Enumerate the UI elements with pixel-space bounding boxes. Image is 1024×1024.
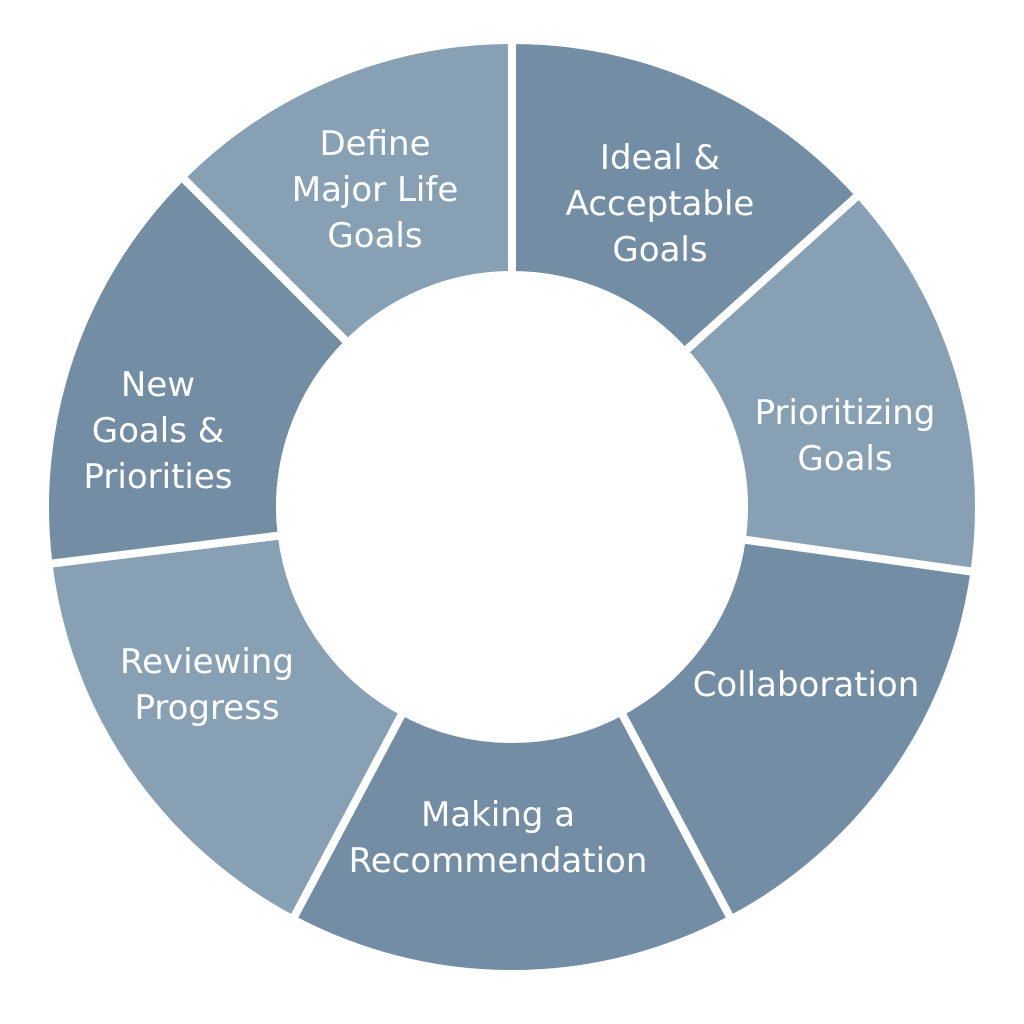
segment-label-line: Define bbox=[320, 124, 431, 164]
segment-label-line: Acceptable bbox=[566, 184, 755, 224]
segment-label-line: Progress bbox=[134, 688, 279, 728]
segment-label-line: Major Life bbox=[292, 170, 458, 210]
segment-label-line: Making a bbox=[421, 795, 575, 835]
segment-ideal-and-acceptable-goals bbox=[508, 35, 865, 358]
segment-collaboration bbox=[615, 534, 979, 925]
segment-label-line: Goals & bbox=[92, 411, 224, 451]
segment-prioritizing-goals bbox=[678, 188, 983, 577]
segment-label-line: Goals bbox=[797, 439, 892, 479]
segment-label-line: Prioritizing bbox=[755, 393, 936, 433]
segment-new-goals-and-priorities bbox=[41, 171, 354, 569]
segment-label-line: Goals bbox=[612, 230, 707, 270]
segment-reviewing-progress bbox=[44, 530, 409, 925]
segments-layer bbox=[41, 35, 983, 979]
segment-label-making-a-recommendation: Making a Recommendation bbox=[349, 795, 648, 881]
segment-label-line: Reviewing bbox=[120, 642, 294, 682]
segment-label-line: Ideal & bbox=[600, 138, 720, 178]
segment-label-line: New bbox=[121, 365, 195, 405]
segment-label-line: Goals bbox=[327, 216, 422, 256]
segment-define-major-life-goals bbox=[176, 35, 516, 349]
segment-label-collaboration: Collaboration bbox=[693, 665, 920, 705]
segment-label-line: Collaboration bbox=[693, 665, 920, 705]
segment-making-a-recommendation bbox=[287, 706, 737, 979]
segment-label-line: Priorities bbox=[84, 457, 233, 497]
segment-label-line: Recommendation bbox=[349, 841, 648, 881]
